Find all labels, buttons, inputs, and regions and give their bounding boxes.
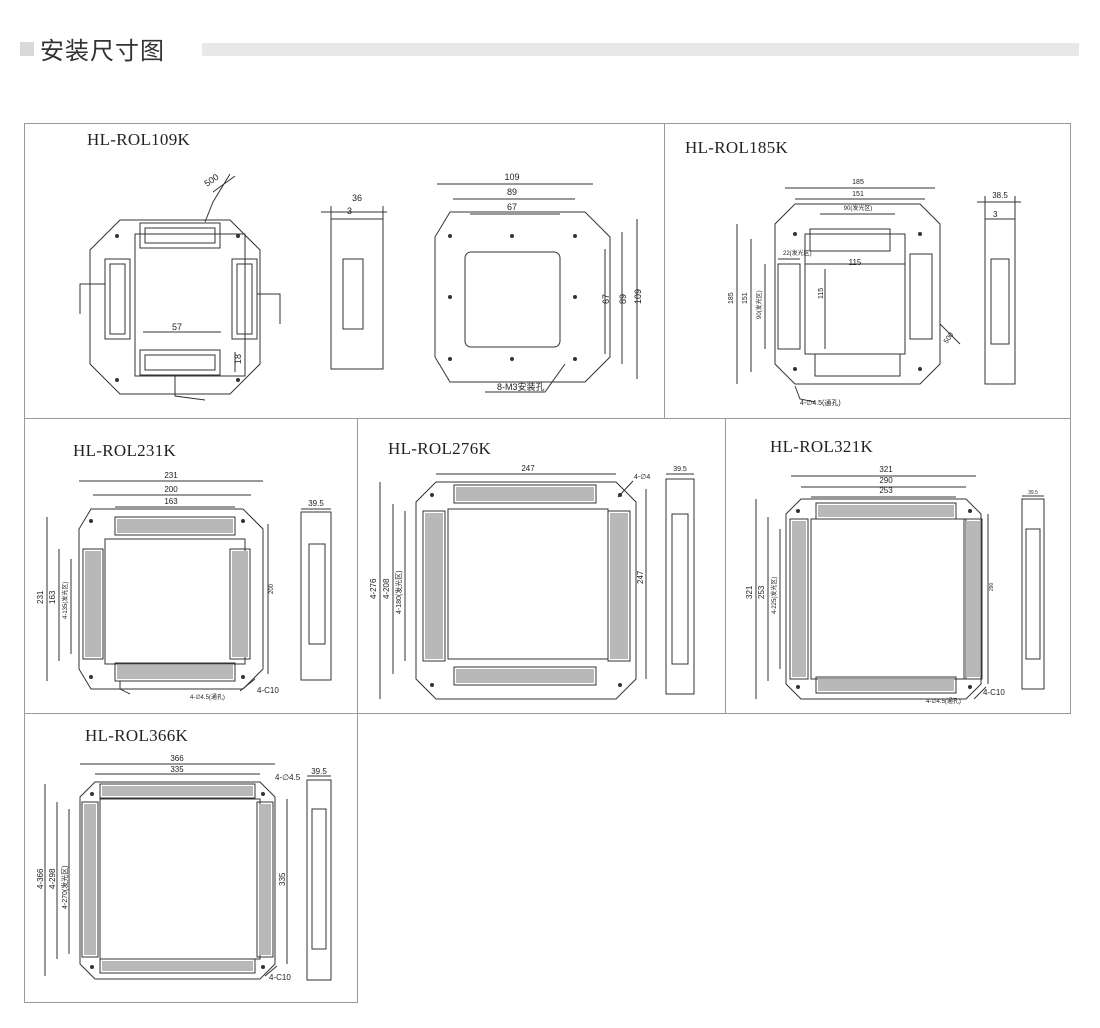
dim-total-v: 109 <box>633 289 643 304</box>
dim-total-v: 231 <box>36 590 45 604</box>
dim-light-w: 247 <box>521 464 535 473</box>
holes-note: 4-∅4.5(通孔) <box>190 693 225 701</box>
drawing-185k: 185 151 90(发光区) 22(发光区) 115 185 151 90(发… <box>728 179 1021 407</box>
dim-hole-v: 200 <box>269 583 275 594</box>
dim-side: 39.5 <box>1028 490 1038 496</box>
dim-side: 39.5 <box>308 499 324 508</box>
drawing-366k: 366 335 4-∅4.5 4-366 4-298 4-270(发光区) 33… <box>36 754 332 982</box>
dim-inner: 115 <box>849 258 862 267</box>
dim-side-total: 38.5 <box>992 191 1008 200</box>
dim-total-v: 4-276 <box>369 578 378 599</box>
drawing-231k: 231 200 163 231 163 4-135(发光区) 200 4-∅4.… <box>36 471 332 701</box>
dim-hole: 200 <box>164 485 178 494</box>
holes-note: 4-∅4.5(通孔) <box>926 697 961 705</box>
panel-title: HL-ROL231K <box>73 441 177 460</box>
panel-231k: HL-ROL231K 231 <box>24 418 358 714</box>
dim-light: 90(发光区) <box>844 204 873 212</box>
dim-total: 109 <box>504 172 519 182</box>
dim-side-edge: 3 <box>993 210 998 219</box>
hole-note: 4-∅4.5 <box>275 773 301 782</box>
dim-side-edge: 3 <box>347 206 352 216</box>
panel-366k: HL-ROL366K 366 335 4-∅ <box>24 713 358 1003</box>
dim-cable: 500 <box>202 172 220 189</box>
dim-total-v: 185 <box>728 292 735 304</box>
holes-note: 8-M3安装孔 <box>497 381 545 392</box>
dim-light-v: 90(发光区) <box>755 290 763 319</box>
panel-title: HL-ROL185K <box>685 138 789 157</box>
dim-light-v: 4-270(发光区) <box>60 865 69 909</box>
panel-title: HL-ROL276K <box>388 439 492 458</box>
dim-inner-v: 67 <box>601 294 611 304</box>
dim-total: 366 <box>170 754 184 763</box>
dim-led: 22(发光区) <box>783 249 812 257</box>
dim-side-total: 36 <box>352 193 362 203</box>
dim-hole-v: 4-298 <box>48 868 57 889</box>
dim-light-v2: 163 <box>48 590 57 604</box>
dim-hole-v: 89 <box>618 294 628 304</box>
header-square-icon <box>20 42 34 56</box>
dim-cable: 500 <box>943 331 955 345</box>
dim-side: 39.5 <box>311 767 327 776</box>
panel-109k: HL-ROL109K 500 57 <box>24 123 665 419</box>
dim-strip-w: 18 <box>233 354 243 364</box>
dim-total: 231 <box>164 471 178 480</box>
dim-hole: 335 <box>170 765 184 774</box>
corner-note: 4-C10 <box>983 688 1005 697</box>
corner-note: 4-C10 <box>269 973 291 982</box>
corner-note: 4-C10 <box>257 686 279 695</box>
panel-title: HL-ROL109K <box>87 130 191 149</box>
dim-light-w-v: 247 <box>636 570 645 584</box>
drawing-321k: 321 290 253 321 253 4-225(发光区) 290 4-∅4.… <box>745 465 1045 705</box>
dim-light: 163 <box>164 497 178 506</box>
dim-total: 321 <box>879 465 893 474</box>
dim-total: 185 <box>852 179 864 186</box>
dim-hole: 151 <box>852 191 864 198</box>
page-title: 安装尺寸图 <box>40 37 165 65</box>
panel-185k: HL-ROL185K 185 151 90(发光区) 2 <box>664 123 1071 419</box>
dim-hole: 89 <box>507 187 517 197</box>
dim-inner-v: 290 <box>989 582 995 591</box>
dim-inner-v: 115 <box>818 288 825 299</box>
dim-inner-w: 57 <box>172 322 182 332</box>
dim-total-v: 4-366 <box>36 868 45 889</box>
dim-light-v: 4-225(发光区) <box>770 577 778 614</box>
dim-total-v: 321 <box>745 585 754 599</box>
header-divider-bar <box>202 43 1079 56</box>
panel-title: HL-ROL321K <box>770 437 874 456</box>
dim-light: 253 <box>879 486 893 495</box>
dim-light-v: 4-180(发光区) <box>394 570 403 614</box>
dim-light-v: 4-135(发光区) <box>61 582 69 619</box>
drawing-109k: 500 57 18 36 3 109 <box>79 172 643 401</box>
dim-hole-right: 335 <box>278 872 287 886</box>
panel-title: HL-ROL366K <box>85 726 189 745</box>
panel-321k: HL-ROL321K 321 290 <box>725 418 1071 714</box>
dim-inner: 67 <box>507 202 517 212</box>
panel-276k: HL-ROL276K 247 4-∅4 4-276 <box>357 418 726 714</box>
dim-light-v2: 253 <box>757 585 766 599</box>
dim-side: 39.5 <box>673 466 687 473</box>
drawing-276k: 247 4-∅4 4-276 4-208 4-180(发光区) 247 39.5 <box>369 464 695 700</box>
dim-hole-v: 4-208 <box>382 578 391 599</box>
dim-hole-v: 151 <box>742 292 749 304</box>
hole-note: 4-∅4 <box>634 474 650 481</box>
dim-hole: 290 <box>879 476 893 485</box>
holes-note: 4-∅4.5(通孔) <box>800 398 841 407</box>
